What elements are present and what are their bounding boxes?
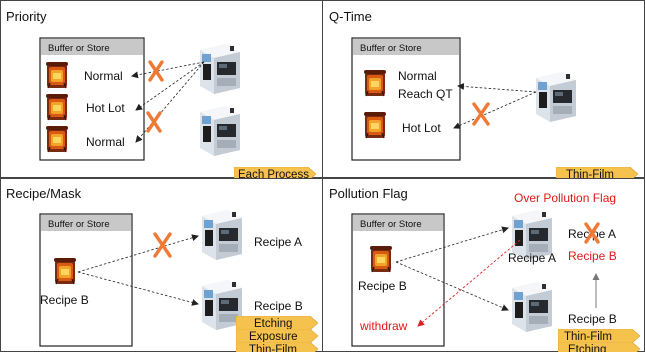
reject-x-icon xyxy=(146,111,162,133)
dispatch-arrow xyxy=(453,91,537,129)
buffer-header xyxy=(41,215,131,231)
process-tag-label: Exposure xyxy=(249,331,298,343)
machine-icon xyxy=(512,282,552,332)
panel-priority: Priority Buffer or Store Normal Hot Lot … xyxy=(0,0,323,181)
machine-icon xyxy=(200,44,240,94)
lot-label-normal: Normal xyxy=(398,69,437,83)
wafer-lot-icon xyxy=(45,93,69,121)
lot-label-recipe-b: Recipe B xyxy=(40,293,89,307)
buffer-box xyxy=(351,37,461,161)
dispatch-arrow xyxy=(395,261,509,311)
wafer-lot-icon xyxy=(363,111,387,139)
lot-label-hot-lot: Hot Lot xyxy=(402,121,441,135)
lot-label-reach-qt: Reach QT xyxy=(398,87,453,101)
buffer-header xyxy=(353,39,459,55)
reject-x-icon xyxy=(472,102,490,126)
reject-x-icon xyxy=(153,232,172,258)
withdraw-label: withdraw xyxy=(359,319,408,333)
machine-label-recipe-b: Recipe B xyxy=(568,312,617,326)
dispatch-arrow xyxy=(457,82,537,93)
buffer-label: Buffer or Store xyxy=(360,43,422,54)
wafer-lot-icon xyxy=(369,245,393,273)
lot-label-recipe-b: Recipe B xyxy=(358,279,407,293)
lot-label-hot-lot: Hot Lot xyxy=(86,101,125,115)
dispatch-arrow xyxy=(77,234,199,273)
machine-label-recipe-a: Recipe A xyxy=(508,251,556,265)
lot-label-normal: Normal xyxy=(86,135,125,149)
panel-qtime: Q-Time Buffer or Store Normal Reach QT H… xyxy=(322,0,645,181)
buffer-header xyxy=(41,39,143,55)
process-tag-label: Thin-Film xyxy=(249,344,297,352)
process-tag-label: Etching xyxy=(254,318,292,330)
buffer-box xyxy=(351,213,445,347)
machine-icon xyxy=(202,210,242,260)
buffer-label: Buffer or Store xyxy=(48,43,110,54)
machine-label-recipe-a: Recipe A xyxy=(254,235,302,249)
buffer-label: Buffer or Store xyxy=(48,219,110,230)
panel-title: Priority xyxy=(6,9,47,24)
machine-icon xyxy=(536,72,576,122)
wafer-lot-icon xyxy=(45,125,69,153)
dispatch-arrow xyxy=(135,61,205,111)
wafer-lot-icon xyxy=(53,257,77,285)
buffer-header xyxy=(353,215,443,231)
recipe-b-flag-label: Recipe B xyxy=(568,249,617,263)
buffer-label: Buffer or Store xyxy=(360,219,422,230)
process-tag-label: Etching xyxy=(568,344,606,352)
panel-title: Q-Time xyxy=(329,9,372,24)
reject-x-icon xyxy=(148,60,164,82)
lot-label-normal: Normal xyxy=(84,69,123,83)
panel-pollution-flag: Pollution Flag Over Pollution Flag Buffe… xyxy=(322,178,645,352)
dispatch-arrow xyxy=(135,61,205,143)
dispatch-arrow xyxy=(395,226,509,263)
panel-title: Recipe/Mask xyxy=(6,186,82,201)
panel-recipe-mask: Recipe/Mask Buffer or Store Recipe B Rec… xyxy=(0,178,323,352)
buffer-box xyxy=(39,213,133,347)
panel-title: Pollution Flag xyxy=(329,186,408,201)
process-tag-label: Thin-Film xyxy=(564,331,612,343)
dispatch-arrow xyxy=(131,61,205,79)
wafer-lot-icon xyxy=(363,69,387,97)
wafer-lot-icon xyxy=(45,61,69,89)
reject-x-icon xyxy=(584,222,600,244)
machine-label-recipe-b: Recipe B xyxy=(254,299,303,313)
over-pollution-flag-label: Over Pollution Flag xyxy=(514,191,616,205)
machine-icon xyxy=(200,106,240,156)
